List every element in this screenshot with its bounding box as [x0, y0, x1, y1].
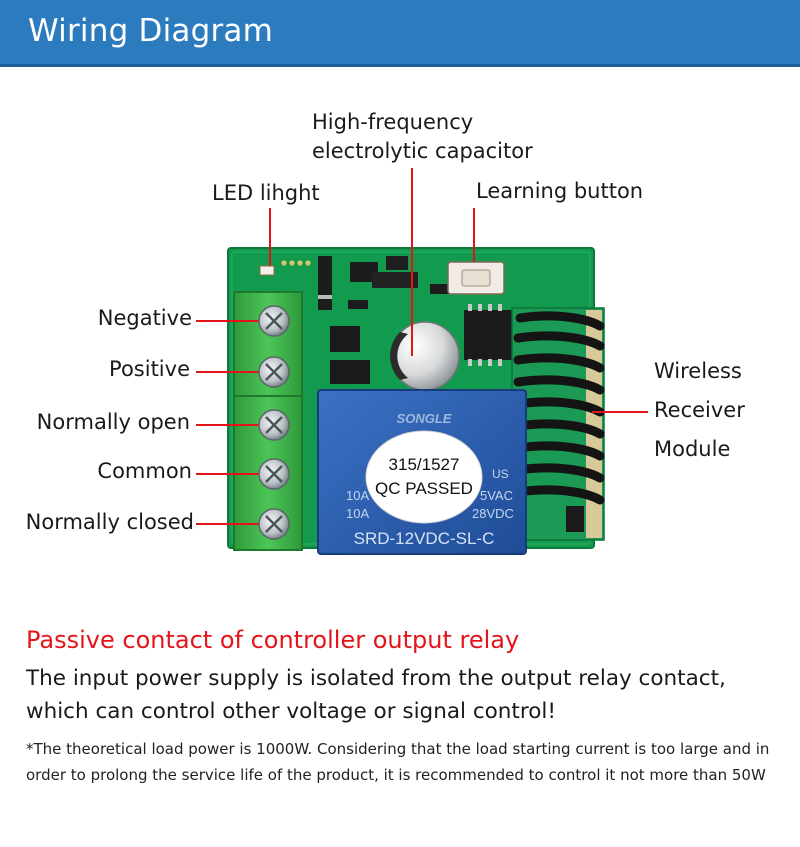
- sticker-frequency: 315/1527: [389, 455, 460, 474]
- section-title: Passive contact of controller output rel…: [26, 626, 520, 654]
- positive-label: Positive: [109, 357, 190, 381]
- led-label: LED lihght: [212, 181, 320, 205]
- common-label: Common: [97, 459, 192, 483]
- footnote: *The theoretical load power is 1000W. Co…: [26, 740, 770, 784]
- sticker-qc: QC PASSED: [375, 479, 473, 498]
- normally-closed-label: Normally closed: [25, 510, 194, 534]
- led-light: [259, 265, 275, 276]
- relay-brand: SONGLE: [397, 411, 452, 426]
- diode: [318, 256, 332, 310]
- page-title: Wiring Diagram: [28, 13, 274, 49]
- smd-ic: [372, 272, 418, 288]
- transistor: [386, 256, 408, 270]
- learning-button-label: Learning button: [476, 179, 644, 203]
- relay-rating-right-2: 28VDC: [472, 506, 514, 521]
- antenna-coil: [513, 311, 605, 505]
- normally-open-label: Normally open: [36, 410, 190, 434]
- relay-sticker: [365, 430, 483, 524]
- negative-label: Negative: [97, 306, 192, 330]
- smd-resistor-3: [330, 326, 360, 352]
- wireless-label-line-3: Module: [654, 437, 731, 461]
- smd-resistor-1: [430, 284, 452, 294]
- capacitor-label-line-1: High-frequency: [312, 110, 474, 134]
- electrolytic-capacitor: [390, 321, 460, 391]
- relay-rating-left-2: 10A: [346, 506, 369, 521]
- relay-certification-mark: US: [492, 467, 509, 481]
- smd-resistor-4: [330, 360, 370, 384]
- relay-model: SRD-12VDC-SL-C: [354, 529, 495, 548]
- capacitor-label-line-2: electrolytic capacitor: [312, 139, 533, 163]
- wireless-label-line-1: Wireless: [654, 359, 742, 383]
- screw-slots: [265, 312, 283, 533]
- relay-rating-left-1: 10A: [346, 488, 369, 503]
- header-pins: [281, 260, 311, 266]
- wireless-label-line-2: Receiver: [654, 398, 745, 422]
- relay-rating-right-1: 5VAC: [480, 488, 513, 503]
- ic-pins: [468, 304, 502, 366]
- wiring-diagram: SONGLE 10A 10A 5VAC 28VDC US SRD-12VDC-S…: [196, 168, 648, 555]
- smd-chip-top: [350, 262, 378, 282]
- leader-lines: [196, 168, 648, 525]
- header-bar: Wiring Diagram: [0, 0, 800, 67]
- smd-resistor-2: [348, 300, 368, 309]
- section-body: The input power supply is isolated from …: [26, 666, 726, 724]
